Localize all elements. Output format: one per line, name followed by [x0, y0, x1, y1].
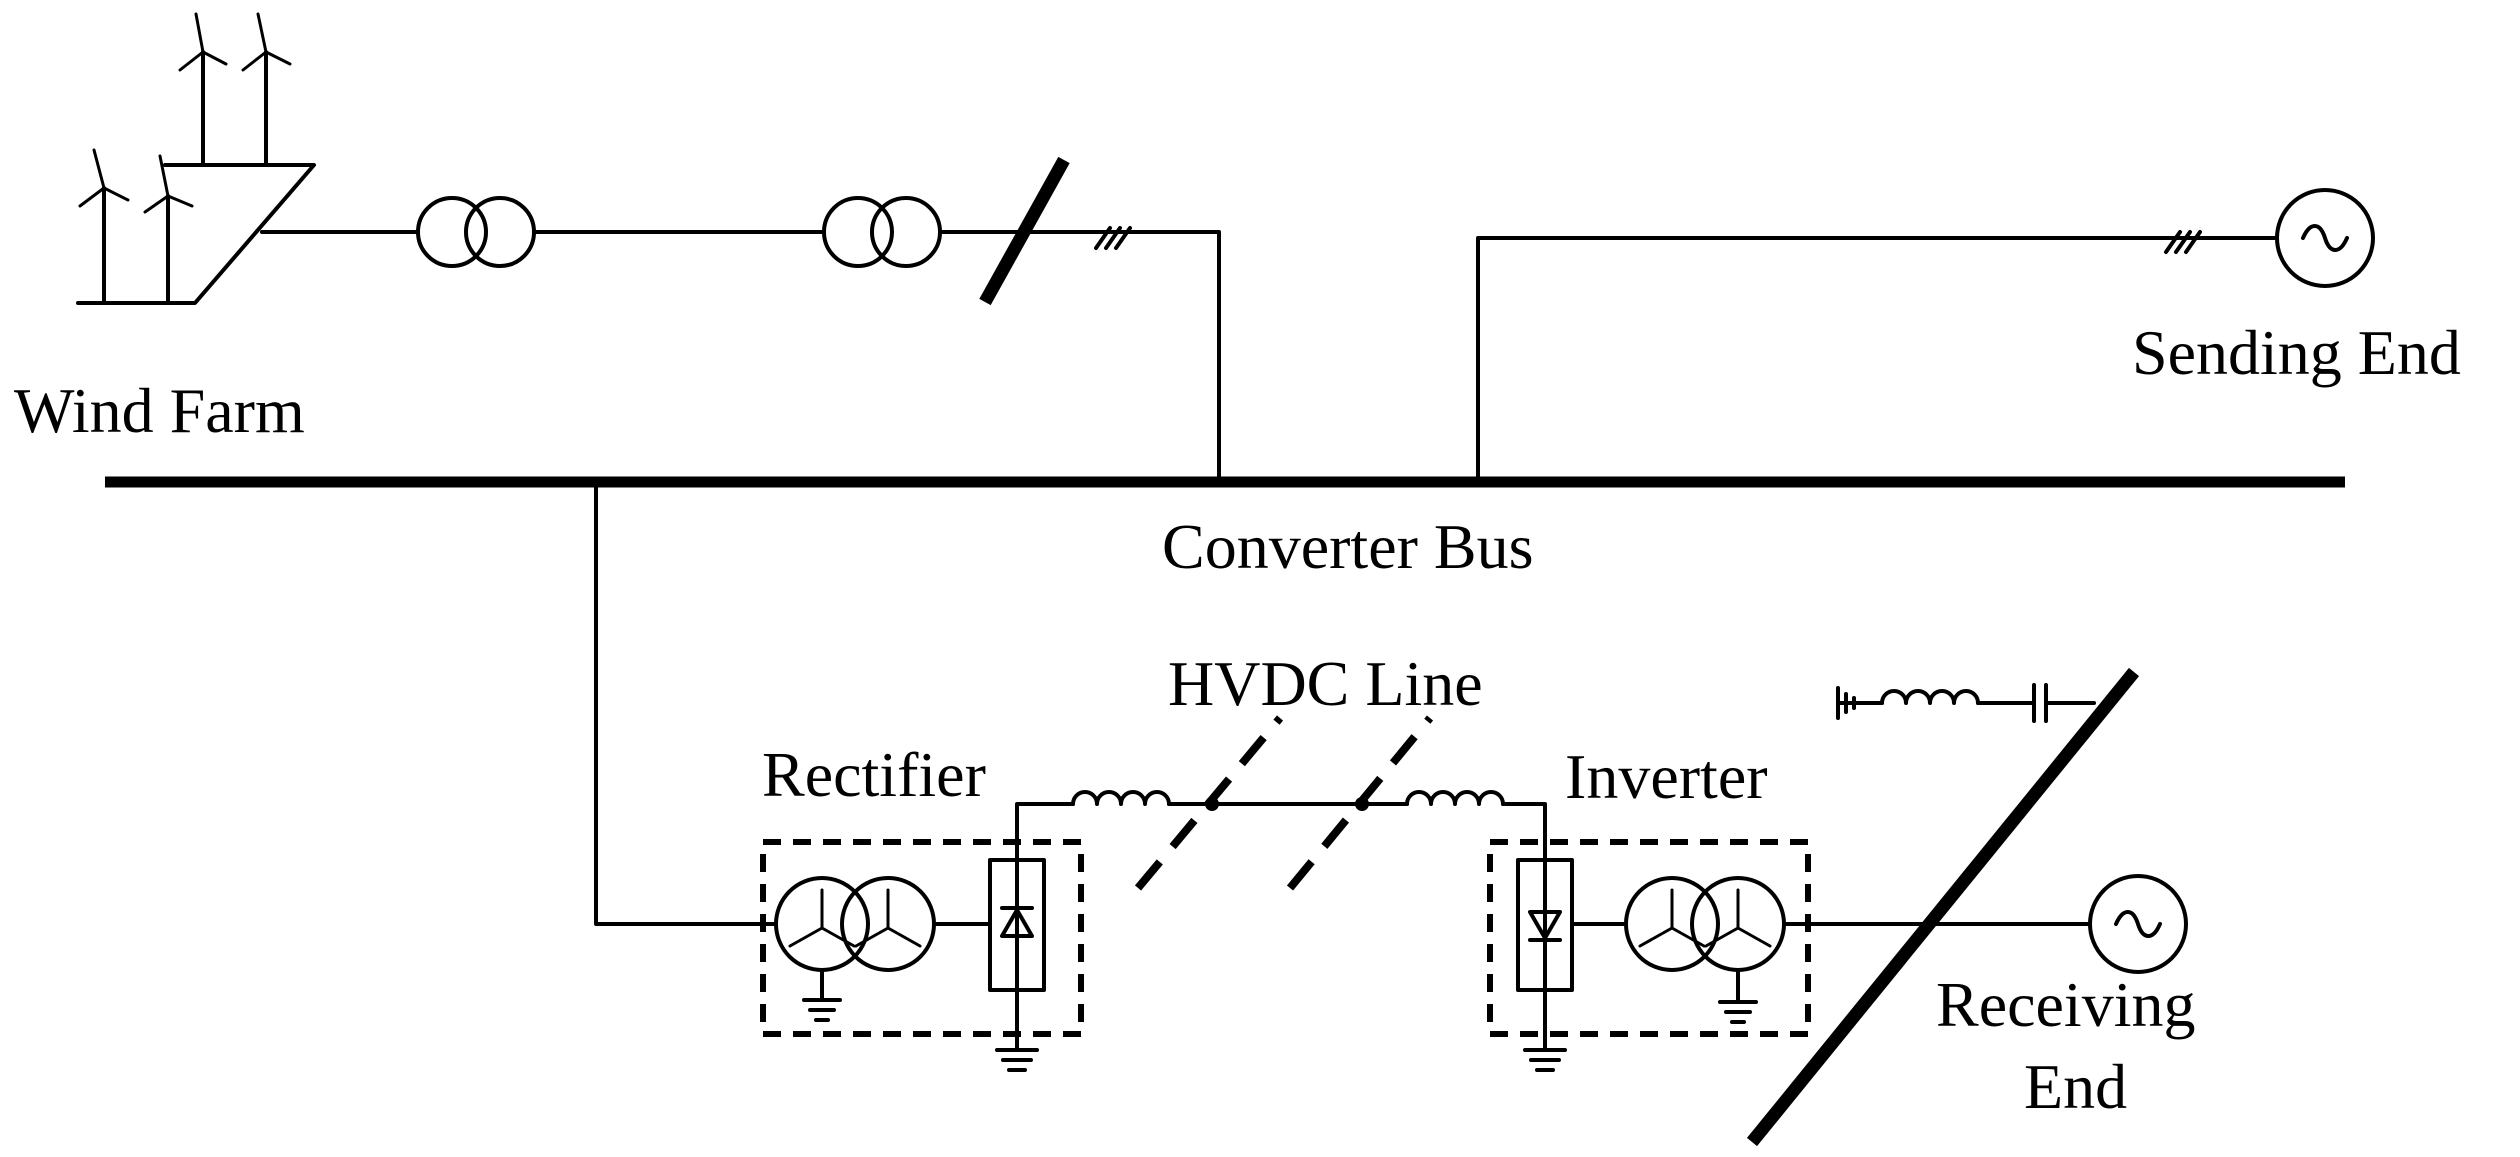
transformer-icon	[416, 196, 536, 268]
ac-source-icon	[2275, 188, 2375, 288]
wind-turbine-icon	[78, 148, 130, 305]
sending-end-label: Sending End	[2132, 317, 2461, 388]
rectifier-label: Rectifier	[762, 739, 986, 810]
thyristor-valve-icon	[988, 858, 1046, 992]
transformer-icon	[774, 876, 936, 972]
hvdc-line-label: HVDC Line	[1168, 648, 1483, 719]
feeder-to-converter-bus	[938, 230, 1221, 484]
inverter-dc-lead	[1501, 802, 1547, 862]
hvdc-line-fault-marker	[1286, 715, 1434, 891]
rectifier-station-box	[760, 839, 1084, 1037]
inverter-station-box	[1487, 839, 1811, 1037]
hvdc-line-fault-marker	[1134, 715, 1284, 891]
wind-farm	[76, 12, 316, 305]
transformer-icon	[1624, 876, 1786, 972]
receiving-end-bus	[1746, 667, 2140, 1147]
ground-icon	[802, 998, 842, 1022]
rectifier-dc-lead	[1015, 802, 1075, 862]
ground-icon	[1523, 1048, 1567, 1072]
sending-end-line	[1476, 236, 2279, 484]
three-phase-marker-icon	[1094, 226, 1132, 250]
receiving-end-label-line1: Receiving	[1936, 969, 2195, 1040]
wind-turbine-icon	[178, 12, 228, 167]
ground-icon	[995, 1048, 1039, 1072]
transformer-icon	[822, 196, 942, 268]
thyristor-valve-icon	[1516, 858, 1574, 992]
wind-turbine-icon	[241, 12, 292, 167]
converter-bus-label: Converter Bus	[1162, 511, 1534, 582]
inductor-icon	[1880, 689, 1980, 705]
wind-turbine-icon	[143, 154, 194, 305]
ground-icon	[1718, 1000, 1758, 1024]
rectifier-feeder	[594, 480, 777, 926]
inductor-icon	[1071, 790, 1171, 806]
ac-source-icon	[2088, 874, 2188, 974]
wind-farm-platform	[76, 163, 316, 305]
wind-farm-label: Wind Farm	[14, 375, 305, 446]
wind-feeder-breaker	[979, 156, 1070, 306]
inductor-icon	[1405, 790, 1505, 806]
receiving-end-label-line2: End	[2024, 1051, 2127, 1122]
inverter-label: Inverter	[1565, 741, 1768, 812]
three-phase-marker-icon	[2164, 230, 2202, 254]
